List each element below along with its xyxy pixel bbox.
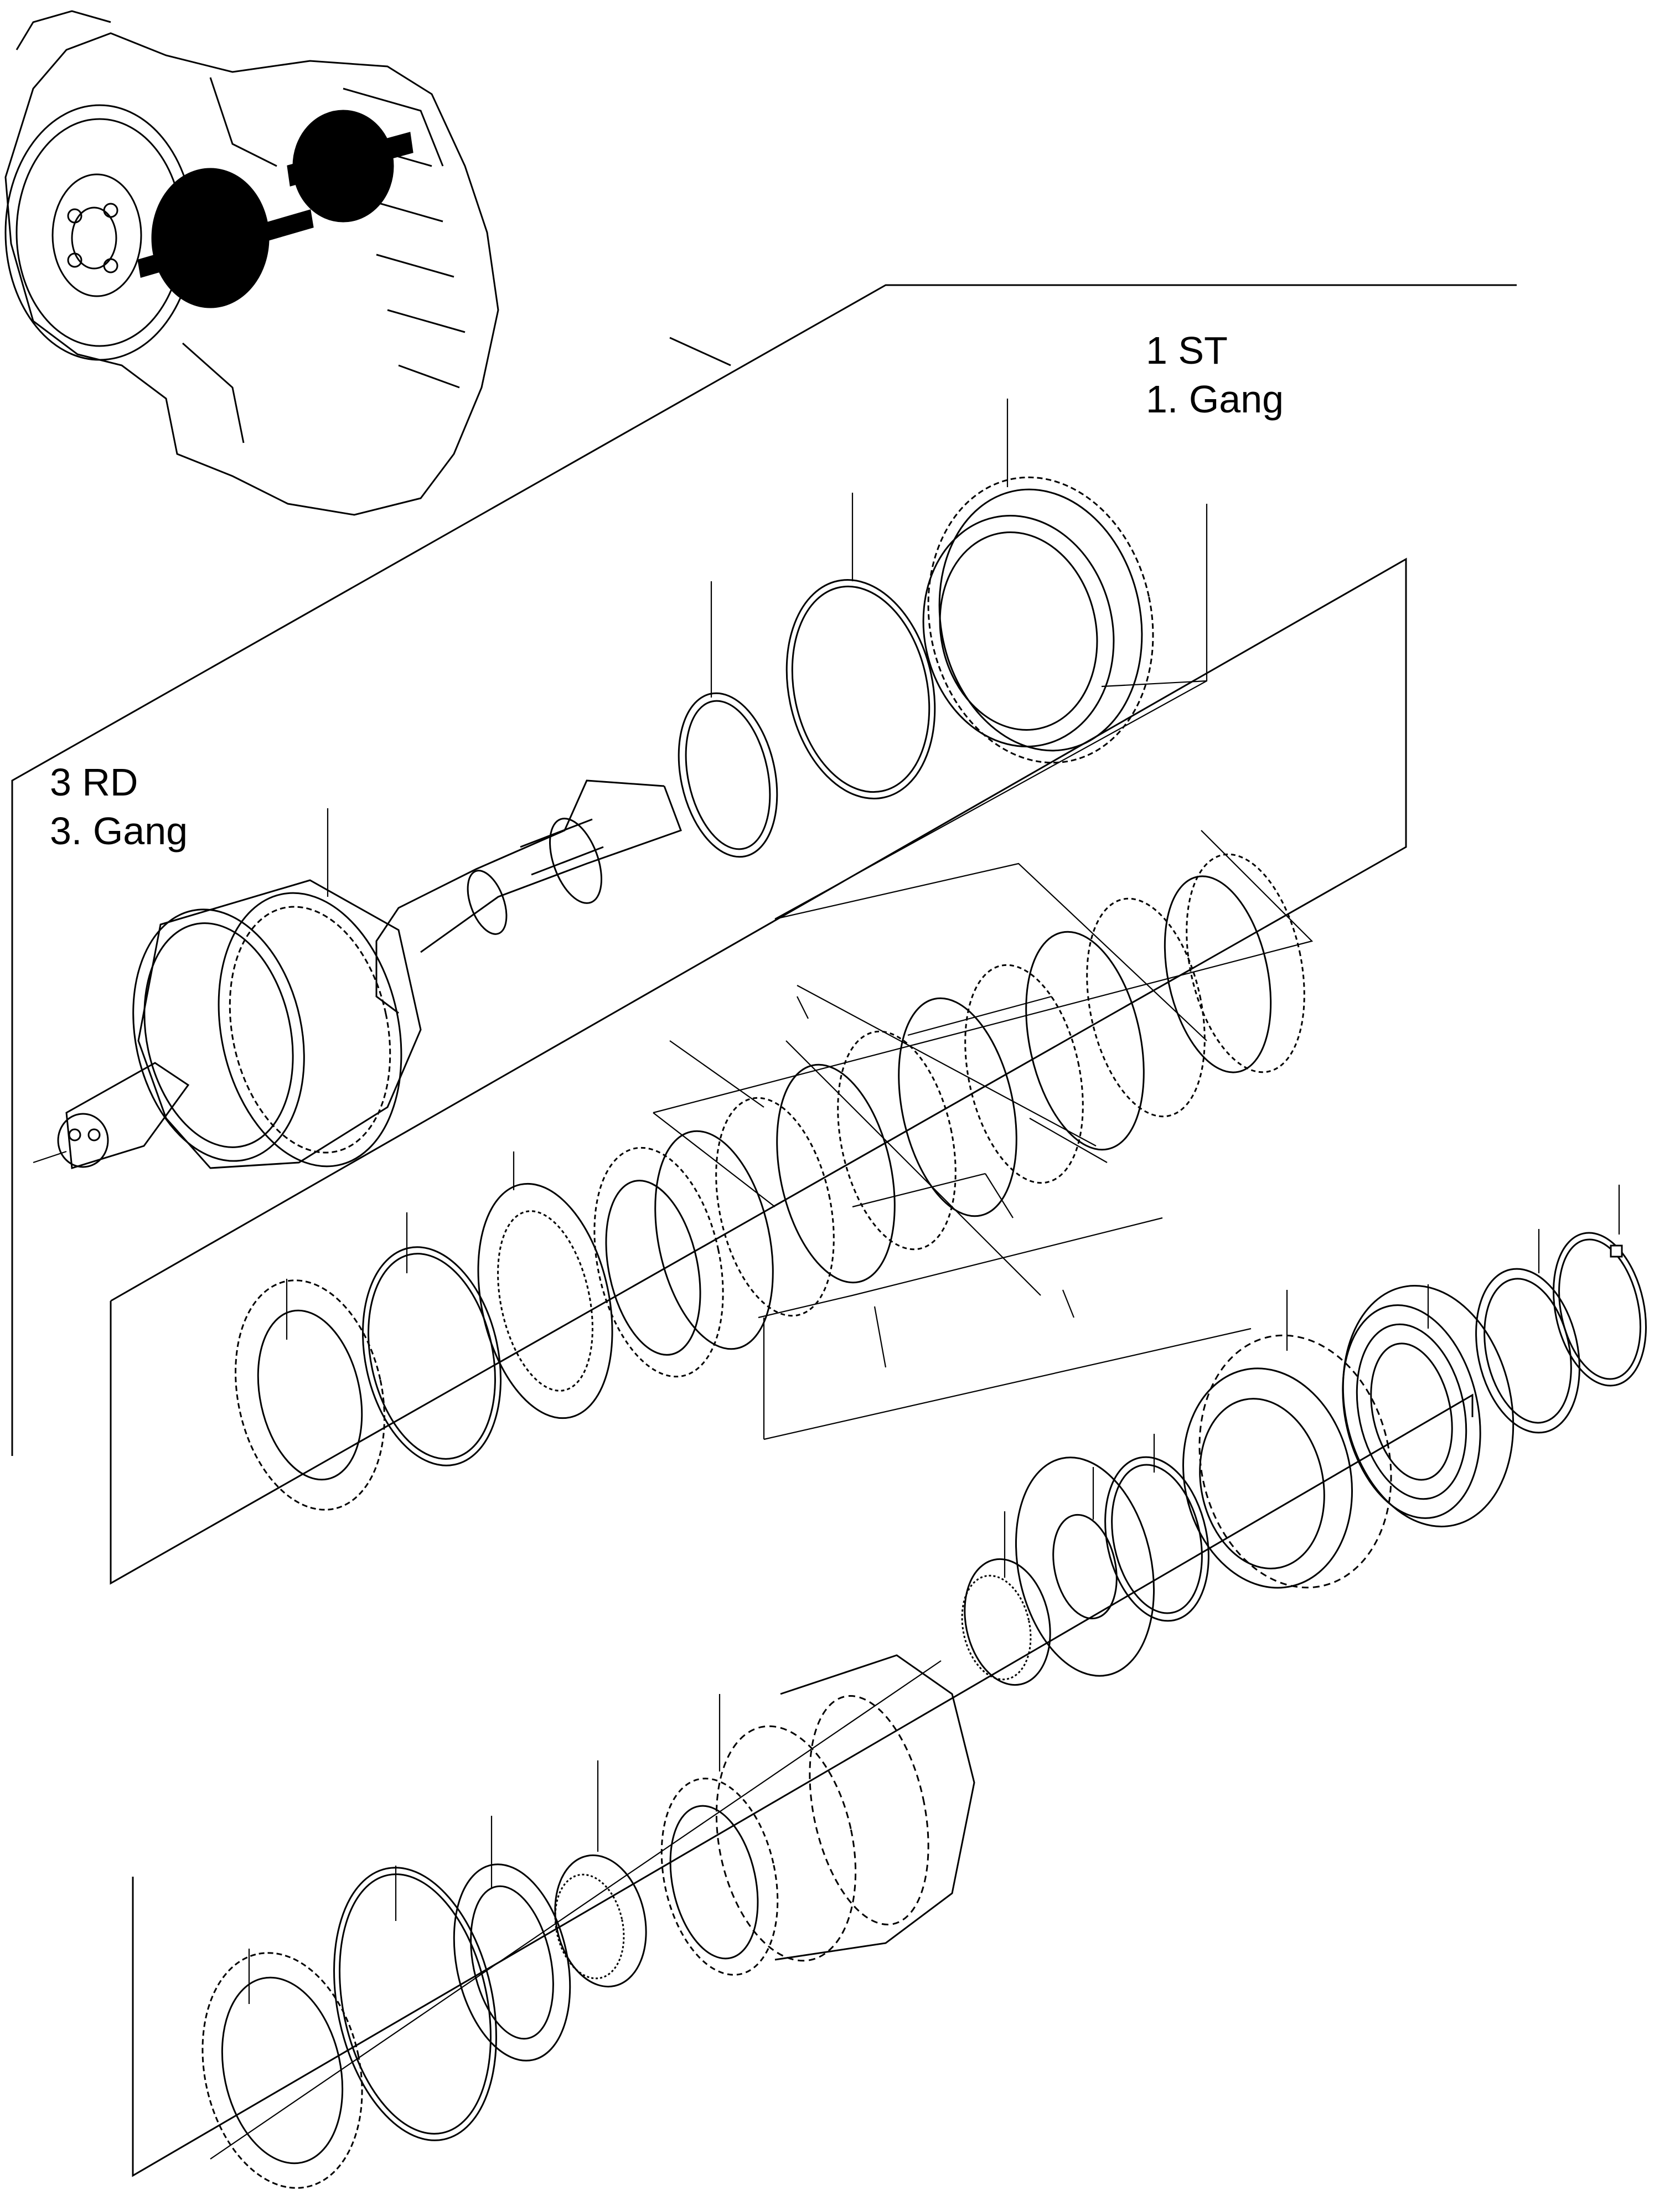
output-parts-lower <box>201 1654 975 2189</box>
first-gear-parts <box>678 399 1207 858</box>
output-parts-right <box>961 1185 1647 1686</box>
first-gear-label: 1 ST 1. Gang <box>1146 327 1284 423</box>
third-gear-label-line2: 3. Gang <box>50 809 188 853</box>
shim-ring <box>1475 1229 1580 1434</box>
first-gear-label-line2: 1. Gang <box>1146 377 1284 421</box>
shaft-end <box>33 1062 190 1169</box>
snap-ring-small <box>678 581 778 858</box>
outer-gear-disc <box>235 1279 385 1511</box>
split-ring <box>333 1866 497 2141</box>
needle-bearing-lower <box>554 1760 647 1988</box>
output-gear <box>1182 1290 1392 1589</box>
wave-spring-ring <box>361 1212 502 1466</box>
main-shaft-assembly <box>33 779 682 1169</box>
transmission-overview <box>4 10 499 516</box>
circlip <box>1553 1185 1647 1387</box>
clutch-plate-stack <box>593 853 1305 1378</box>
thrust-washer-small <box>1104 1434 1209 1622</box>
first-gear-label-line1: 1 ST <box>1146 329 1228 372</box>
third-gear-label-line1: 3 RD <box>50 761 138 804</box>
first-gear-wheel <box>922 399 1154 764</box>
needle-bearing-upper <box>961 1511 1051 1686</box>
group-frames <box>11 284 1517 2177</box>
third-gear-drum <box>132 808 422 1169</box>
ball-bearing <box>1342 1284 1514 1527</box>
snap-ring-large <box>785 493 936 799</box>
spacer-ring <box>453 1816 571 2062</box>
cluster-gear <box>660 1654 975 1976</box>
end-gear-disc <box>201 1949 363 2189</box>
highlighted-shaft-assembly <box>137 110 413 308</box>
clutch-grid-lines <box>653 862 1252 1440</box>
friction-disc <box>477 1151 613 1419</box>
clutch-pack <box>235 853 1305 1511</box>
thrust-washer <box>1015 1456 1155 1677</box>
third-gear-label: 3 RD 3. Gang <box>50 758 188 855</box>
